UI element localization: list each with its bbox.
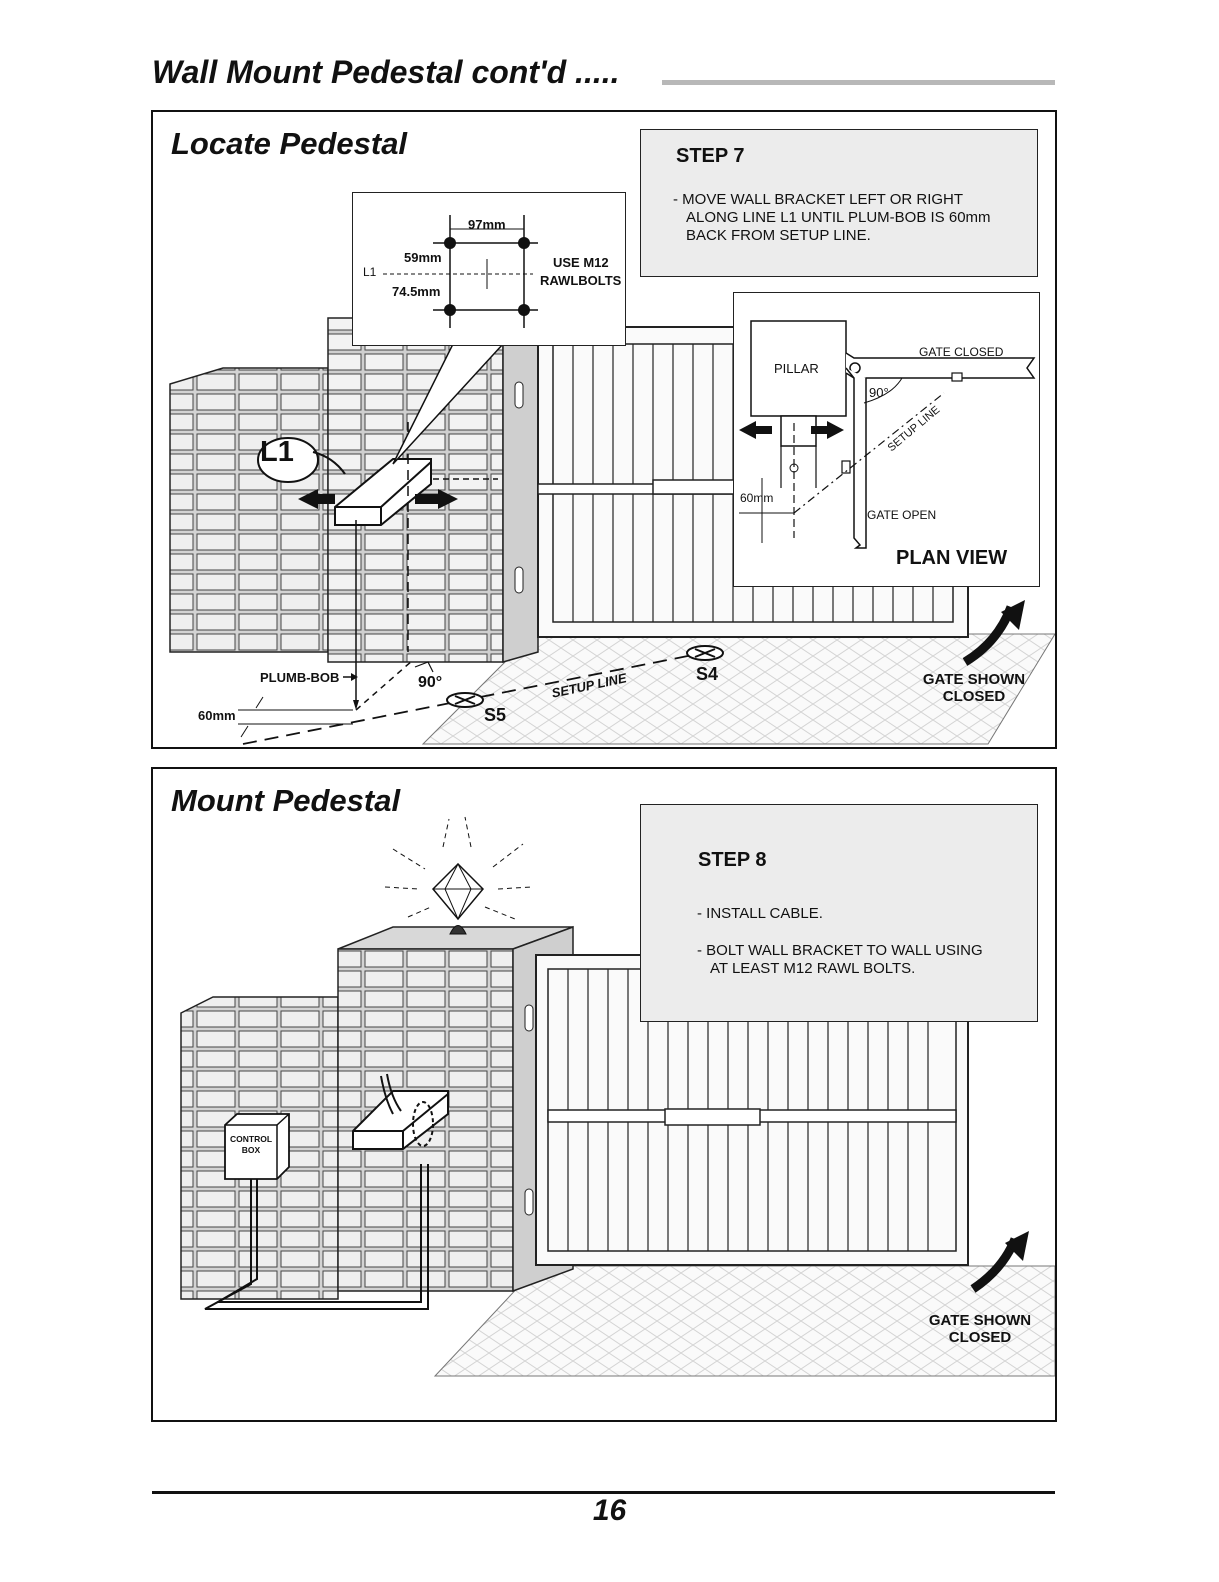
back-wall — [169, 367, 329, 653]
control-box-line-1: CONTROL — [229, 1134, 273, 1144]
mount-pedestal-panel: Mount Pedestal STEP 8 - INSTALL CABLE. -… — [151, 767, 1057, 1422]
dim-97mm: 97mm — [468, 217, 506, 232]
control-box-label: CONTROL BOX — [225, 1134, 277, 1156]
step-line: - INSTALL CABLE. — [697, 905, 823, 922]
step-line: - MOVE WALL BRACKET LEFT OR RIGHT ALONG … — [673, 191, 991, 244]
s4-label: S4 — [696, 664, 719, 684]
dim-74-5mm: 74.5mm — [392, 284, 441, 299]
s5-marker — [446, 692, 484, 708]
bolt-pattern-callout: 97mm 59mm 74.5mm L1 USE M12 RAWLBOLTS — [352, 192, 626, 346]
paving — [433, 1265, 1055, 1377]
page-number: 16 — [592, 1494, 627, 1527]
panel-heading: Mount Pedestal — [171, 783, 401, 818]
dim-59mm: 59mm — [404, 250, 442, 265]
step-instructions: - INSTALL CABLE. - BOLT WALL BRACKET TO … — [697, 905, 997, 997]
s4-marker — [686, 645, 724, 661]
step-line: - BOLT WALL BRACKET TO WALL USING AT LEA… — [697, 942, 983, 977]
plan-angle-label: 90° — [869, 385, 889, 400]
arrow-left-icon — [298, 489, 335, 509]
step-7-box: STEP 7 - MOVE WALL BRACKET LEFT OR RIGHT… — [640, 129, 1038, 277]
footer-rule — [152, 1491, 1055, 1494]
control-box-line-2: BOX — [241, 1145, 261, 1155]
callout-line-l1: L1 — [363, 265, 377, 279]
gate-shown-line-2: CLOSED — [948, 1329, 1012, 1346]
l1-bubble — [257, 437, 319, 483]
gate-shown-closed-label: GATE SHOWN CLOSED — [919, 671, 1029, 705]
s5-label: S5 — [484, 705, 507, 725]
wall-bracket — [352, 1090, 449, 1150]
plan-dim-60mm: 60mm — [740, 491, 774, 505]
angle-90-label: 90° — [418, 674, 443, 691]
step-8-box: STEP 8 - INSTALL CABLE. - BOLT WALL BRAC… — [640, 804, 1038, 1022]
plan-arrow-left-icon — [739, 421, 772, 439]
locate-pedestal-panel: Locate Pedestal STEP 7 - MOVE WALL BRACK… — [151, 110, 1057, 749]
gate-closed-label: GATE CLOSED — [919, 345, 1004, 359]
gate-shown-line-1: GATE SHOWN — [928, 1312, 1032, 1329]
pillar-side — [502, 298, 539, 663]
plumb-bob-label: PLUMB-BOB — [260, 670, 340, 685]
dim-60mm-label: 60mm — [198, 708, 236, 723]
title-rule — [662, 80, 1055, 85]
gate-open-label: GATE OPEN — [867, 508, 937, 522]
arrow-right-icon — [415, 489, 458, 509]
bolt-pattern-diagram — [383, 215, 538, 328]
paving — [421, 633, 1055, 745]
gate-shown-line-2: CLOSED — [942, 688, 1006, 705]
gate-shown-line-1: GATE SHOWN — [922, 671, 1026, 688]
pillar-label: PILLAR — [774, 361, 819, 376]
bolts-line-1: USE M12 — [553, 255, 609, 270]
step-title: STEP 8 — [698, 849, 767, 871]
page-title: Wall Mount Pedestal cont'd ..... — [152, 54, 620, 90]
panel-heading: Locate Pedestal — [171, 126, 408, 161]
plumb-bob — [353, 700, 359, 710]
plan-arrow-right-icon — [811, 421, 844, 439]
gate-shown-closed-label: GATE SHOWN CLOSED — [925, 1312, 1035, 1346]
bolts-line-2: RAWLBOLTS — [540, 273, 622, 288]
pillar-square — [750, 320, 847, 417]
control-box — [224, 1113, 290, 1180]
plan-view-box: PILLAR GATE CLOSED 90° SETUP LINE 60mm G… — [733, 292, 1040, 587]
conduit — [204, 1164, 429, 1310]
mount-pedestal-illustration — [180, 816, 1055, 1377]
setup-line — [242, 651, 709, 745]
warning-light-icon — [384, 816, 532, 935]
cable — [380, 1073, 402, 1115]
plan-view-diagram — [739, 320, 1036, 549]
step-title: STEP 7 — [676, 145, 745, 167]
l1-marker-label: L1 — [260, 436, 294, 468]
wall-bracket — [334, 458, 432, 526]
step-instructions: - MOVE WALL BRACKET LEFT OR RIGHT ALONG … — [673, 191, 1018, 264]
plan-view-title: PLAN VIEW — [896, 547, 1008, 569]
